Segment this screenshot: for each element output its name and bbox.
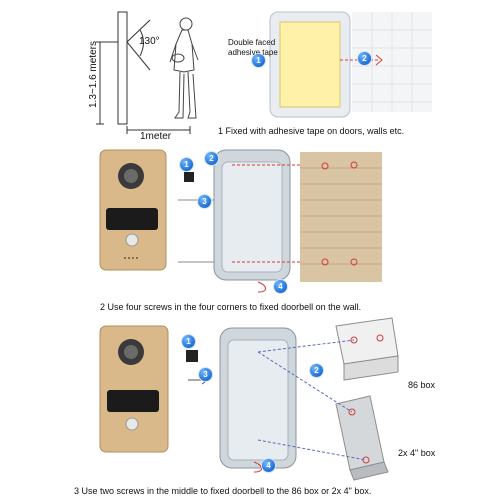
doorbell-unit bbox=[99, 149, 167, 271]
box-86 bbox=[335, 317, 399, 381]
tape-label-line2: adhesive tape bbox=[228, 48, 278, 57]
step3-badge-2: 2 bbox=[310, 364, 323, 377]
person-figure bbox=[169, 17, 199, 119]
tape-label: Double faced adhesive tape bbox=[228, 38, 278, 58]
angle-label: 130° bbox=[139, 36, 160, 47]
tape-back-panel bbox=[269, 11, 351, 118]
step3-badge-4: 4 bbox=[262, 459, 275, 472]
step2-badge-1: 1 bbox=[180, 158, 193, 171]
step3-caption: 3 Use two screws in the middle to fixed … bbox=[74, 486, 372, 496]
step1-badge-1: 1 bbox=[252, 54, 265, 67]
tape-label-line1: Double faced bbox=[228, 38, 276, 47]
doorbell-unit-section3 bbox=[99, 325, 169, 453]
box-2x4 bbox=[335, 395, 389, 481]
step2-badge-2: 2 bbox=[205, 152, 218, 165]
step2-badge-4: 4 bbox=[274, 280, 287, 293]
back-case-section3 bbox=[219, 327, 297, 469]
wall-shape bbox=[117, 11, 128, 125]
step2-caption: 2 Use four screws in the four corners to… bbox=[100, 302, 362, 312]
distance-label: 1meter bbox=[140, 131, 172, 142]
box-86-label: 86 box bbox=[408, 380, 436, 390]
wood-wall bbox=[300, 152, 382, 282]
step1-badge-2: 2 bbox=[358, 52, 371, 65]
back-case-section2 bbox=[213, 149, 291, 281]
step3-badge-1: 1 bbox=[182, 335, 195, 348]
box-2x4-label: 2x 4" box bbox=[398, 448, 436, 458]
step3-badge-3: 3 bbox=[199, 368, 212, 381]
step1-caption: 1 Fixed with adhesive tape on doors, wal… bbox=[218, 126, 405, 136]
step2-badge-3: 3 bbox=[198, 195, 211, 208]
